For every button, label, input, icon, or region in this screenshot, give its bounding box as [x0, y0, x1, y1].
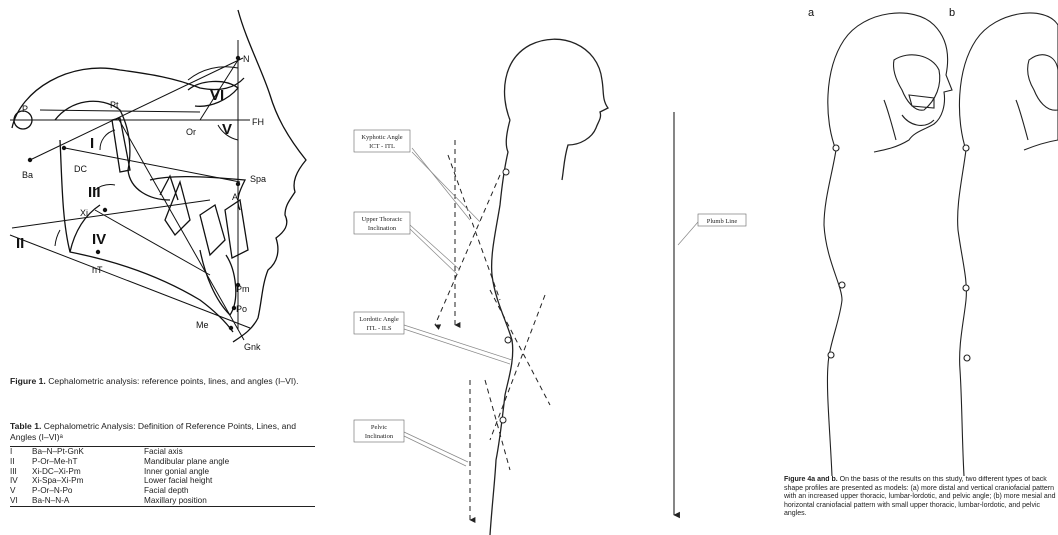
point-ht-label: hT [92, 265, 103, 275]
angle-ii-label: II [16, 235, 24, 252]
table-1-caption-text: Cephalometric Analysis: Definition of Re… [10, 421, 296, 442]
angle-vi-label: VI [210, 87, 224, 104]
pelvic-inclination-sub: Inclination [365, 433, 394, 440]
back-shape-models-figure: a b [784, 0, 1058, 476]
point-pt-label: Pt [110, 100, 119, 110]
table-cell-num: VI [10, 496, 32, 506]
table-1: Table 1. Cephalometric Analysis: Definit… [10, 421, 320, 507]
point-p-label: P [22, 104, 28, 114]
lordotic-angle-label: Lordotic Angle [359, 316, 399, 323]
table-cell-num: I [10, 447, 32, 457]
table-1-caption-bold: Table 1. [10, 421, 41, 431]
figure-1-caption-text: Cephalometric analysis: reference points… [46, 376, 299, 386]
table-cell-def: Xi-DC–Xi-Pm [32, 467, 144, 477]
angle-i-label: I [90, 135, 94, 152]
plumb-line-label: Plumb Line [707, 218, 738, 225]
table-cell-num: III [10, 467, 32, 477]
kyphotic-angle-label: Kyphotic Angle [361, 134, 402, 141]
point-or-label: Or [186, 127, 196, 137]
table-cell-def: Ba-N–N-A [32, 496, 144, 506]
model-b-back [958, 150, 967, 476]
point-po-label: Po [236, 304, 247, 314]
point-n-label: N [243, 54, 250, 64]
upper-thoracic-label: Upper Thoracic [362, 216, 403, 223]
table-cell-name: Maxillary position [144, 496, 315, 506]
table-cell-def: Xi-Spa–Xi-Pm [32, 476, 144, 486]
point-a-label: A [232, 192, 238, 202]
figure-4-caption: Figure 4a and b. On the basis of the res… [784, 476, 1058, 534]
table-cell-name: Inner gonial angle [144, 467, 315, 477]
back-profile-figure: Kyphotic Angle ICT - ITL Upper Thoracic … [340, 0, 780, 535]
kyphotic-angle-sub: ICT - ITL [369, 143, 395, 150]
figure-4-caption-bold: Figure 4a and b. [784, 476, 838, 483]
angle-iv-label: IV [92, 231, 106, 248]
table-cell-name: Mandibular plane angle [144, 457, 315, 467]
table-cell-num: IV [10, 476, 32, 486]
table-cell-num: V [10, 486, 32, 496]
head-outline [505, 39, 608, 180]
lordotic-angle-sub: ITL - ILS [366, 325, 391, 332]
table-1-caption: Table 1. Cephalometric Analysis: Definit… [10, 421, 320, 443]
figure-1-caption: Figure 1. Cephalometric analysis: refere… [10, 376, 320, 387]
model-b-label: b [949, 7, 955, 19]
table-cell-def: P-Or–Me-hT [32, 457, 144, 467]
point-fh-label: FH [252, 117, 264, 127]
table-cell-num: II [10, 457, 32, 467]
point-dc-label: DC [74, 164, 87, 174]
model-a-head [828, 13, 952, 152]
model-a-label: a [808, 7, 815, 19]
pelvic-inclination-label: Pelvic [371, 424, 387, 431]
table-cell-name: Facial axis [144, 447, 315, 457]
angle-v-label: V [222, 121, 232, 138]
table-cell-def: Ba–N–Pt-GnK [32, 447, 144, 457]
table-cell-def: P-Or–N-Po [32, 486, 144, 496]
point-pm-label: Pm [236, 284, 250, 294]
angle-iii-label: III [88, 184, 101, 201]
table-cell-name: Facial depth [144, 486, 315, 496]
point-ba-label: Ba [22, 170, 33, 180]
back-outline [490, 120, 513, 535]
table-cell-name: Lower facial height [144, 476, 315, 486]
cephalometric-figure: N P Pt Or FH Ba DC Spa A Xi hT Pm Po Me … [0, 0, 330, 370]
upper-thoracic-sub: Inclination [368, 225, 397, 232]
point-xi-label: Xi [80, 208, 88, 218]
figure-1-caption-bold: Figure 1. [10, 376, 46, 386]
point-me-label: Me [196, 320, 209, 330]
model-b-head [959, 13, 1058, 150]
model-a-back [824, 150, 842, 476]
point-gnk-label: Gnk [244, 342, 261, 352]
point-spa-label: Spa [250, 174, 266, 184]
